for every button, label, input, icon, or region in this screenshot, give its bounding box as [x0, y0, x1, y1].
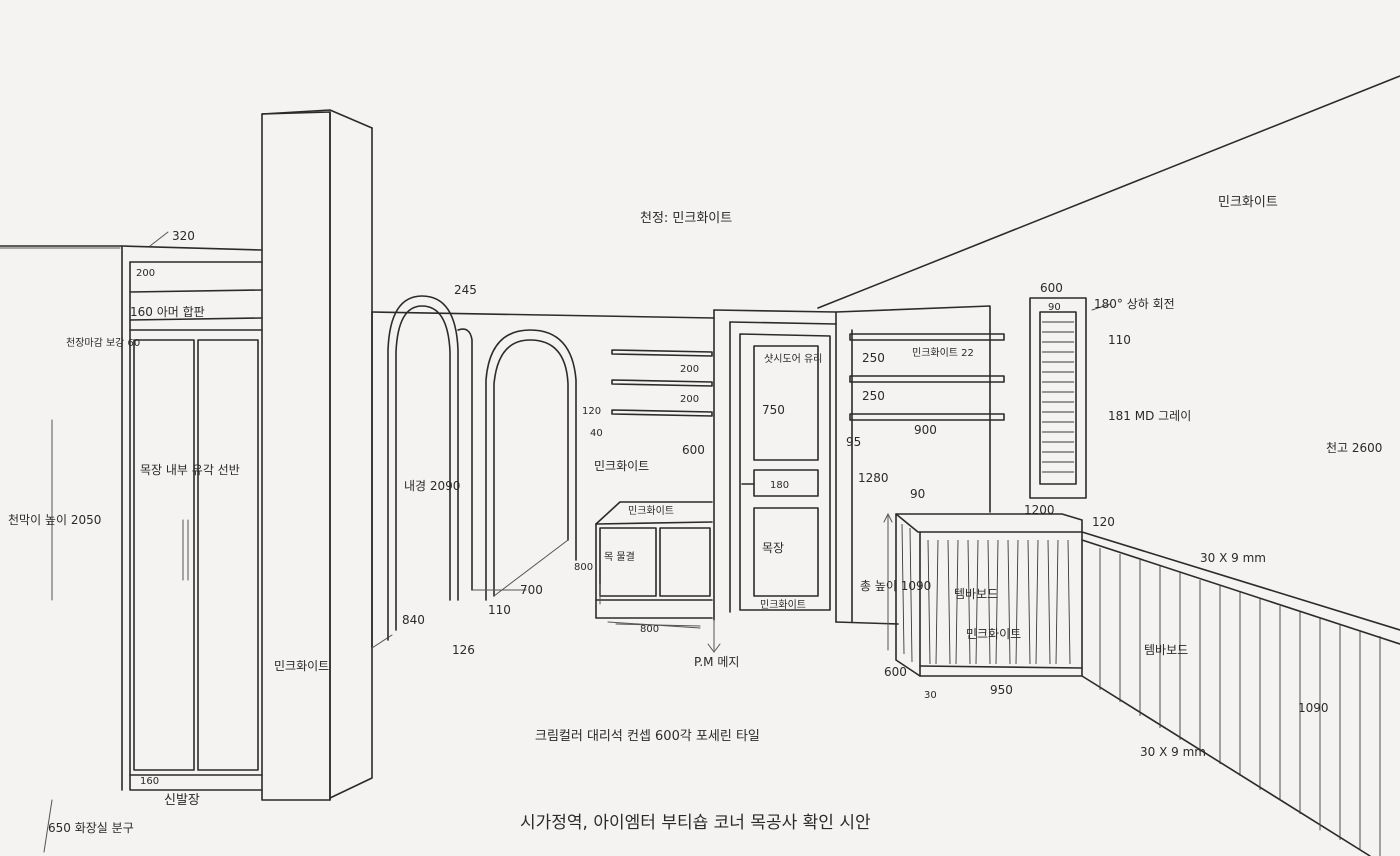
counter-depth: 950 — [990, 683, 1013, 697]
lower-cabinet — [595, 501, 713, 629]
sketch-title: 시가정역, 아이엠터 부티숍 코너 목공사 확인 시안 — [520, 813, 871, 833]
door — [707, 333, 831, 653]
shelf-height-dim: 600 — [682, 443, 705, 457]
window-note: 180° 상하 회전 — [1094, 297, 1175, 311]
lower-cab-side: 목 물결 — [604, 551, 635, 563]
arch-right — [485, 329, 577, 601]
door-upper-dim: 750 — [762, 403, 785, 417]
tambour-wall-label: 템바보드 — [1144, 643, 1188, 657]
door-lower-note: 목장 — [762, 541, 784, 555]
right-back-wall — [835, 305, 1005, 625]
cabinet-soffit-note: 160 아머 합판 — [130, 305, 205, 319]
reception-counter — [895, 513, 1083, 677]
wall-shelf-top: 250 — [862, 351, 885, 365]
window-louvers — [1042, 321, 1074, 473]
right-wall-note: 민크화이트 — [1218, 195, 1278, 210]
counter-label-top: 템바보드 — [954, 587, 998, 601]
door-floor-note: P.M 메지 — [694, 655, 739, 669]
arch-bottom-dim: 840 — [402, 613, 425, 627]
shoe-cabinet-dim: 650 화장실 분구 — [48, 821, 134, 835]
arch-gap-dim: 110 — [488, 603, 511, 617]
ceiling-height-note: 천고 2600 — [1326, 440, 1382, 455]
tambour-wall — [1081, 531, 1400, 856]
lower-cab-width: 800 — [640, 624, 659, 635]
shoe-cabinet — [121, 245, 263, 791]
left-wall-height: 천막이 높이 2050 — [8, 512, 101, 527]
counter-right-top: 120 — [1092, 515, 1115, 529]
window-width: 600 — [1040, 281, 1063, 295]
dimension-marks — [43, 231, 1111, 853]
ceiling-note: 천정: 민크화이트 — [640, 211, 732, 226]
open-shelves — [611, 349, 713, 417]
cabinet-header-dim: 200 — [136, 268, 155, 279]
door-bottom-note: 민크화이트 — [760, 599, 806, 611]
wall-shelf-note: 민크화이트 22 — [912, 347, 974, 359]
shelf-color-note: 민크화이트 — [594, 459, 649, 473]
counter-top-dim: 90 — [910, 487, 925, 501]
window-inner: 90 — [1048, 302, 1061, 313]
wall-shelf-height: 1280 — [858, 471, 889, 485]
window-side: 110 — [1108, 333, 1131, 347]
shelf-mid-dim: 200 — [680, 394, 699, 405]
floor-tile-note: 크림컬러 대리석 컨셉 600각 포세린 타일 — [535, 729, 760, 744]
counter-label: 민크화이트 — [966, 627, 1021, 641]
tambour-wall-height: 1090 — [1298, 701, 1329, 715]
counter-base-side: 30 — [924, 690, 937, 701]
counter-rail-dim: 30 X 9 mm — [1200, 551, 1266, 565]
ceiling-line — [817, 75, 1400, 309]
wall-shelf-mid: 250 — [862, 389, 885, 403]
lower-cab-label: 민크화이트 — [628, 505, 674, 517]
cabinet-side-note: 천장마감 보강 60 — [66, 337, 140, 349]
wall-shelf-side: 95 — [846, 435, 861, 449]
counter-tambour — [901, 523, 1071, 665]
door-upper-note: 샷시도어 유리 — [764, 353, 822, 365]
wall-shelf-width: 900 — [914, 423, 937, 437]
cabinet-door-note: 목장 내부 유각 선반 — [140, 463, 240, 477]
arch-depth-dim: 126 — [452, 643, 475, 657]
counter-height-note: 총 높이 1090 — [860, 579, 931, 593]
shelf-small-dim: 120 — [582, 406, 601, 417]
arch-left — [387, 295, 473, 641]
counter-rail-dim2: 30 X 9 mm — [1140, 745, 1206, 759]
window-louver-note: 181 MD 그레이 — [1108, 409, 1191, 423]
shelf-small-dim2: 40 — [590, 428, 603, 439]
vertical-panel — [261, 109, 373, 801]
shelf-top-dim: 200 — [680, 364, 699, 375]
lower-cab-height: 800 — [574, 562, 593, 573]
door-handle-dim: 180 — [770, 480, 789, 491]
cabinet-top-dim: 320 — [172, 229, 195, 243]
window-bottom: 1200 — [1024, 503, 1055, 517]
arch-spacer-dim: 700 — [520, 583, 543, 597]
shoe-cabinet-label: 신발장 — [164, 793, 200, 808]
cabinet-base-dim: 160 — [140, 776, 159, 787]
counter-base-dim: 600 — [884, 665, 907, 679]
arch-height-note: 내경 2090 — [404, 479, 460, 493]
arch-top-dim: 245 — [454, 283, 477, 297]
window — [1029, 297, 1087, 499]
vertical-panel-note: 민크화이트 — [274, 659, 329, 673]
